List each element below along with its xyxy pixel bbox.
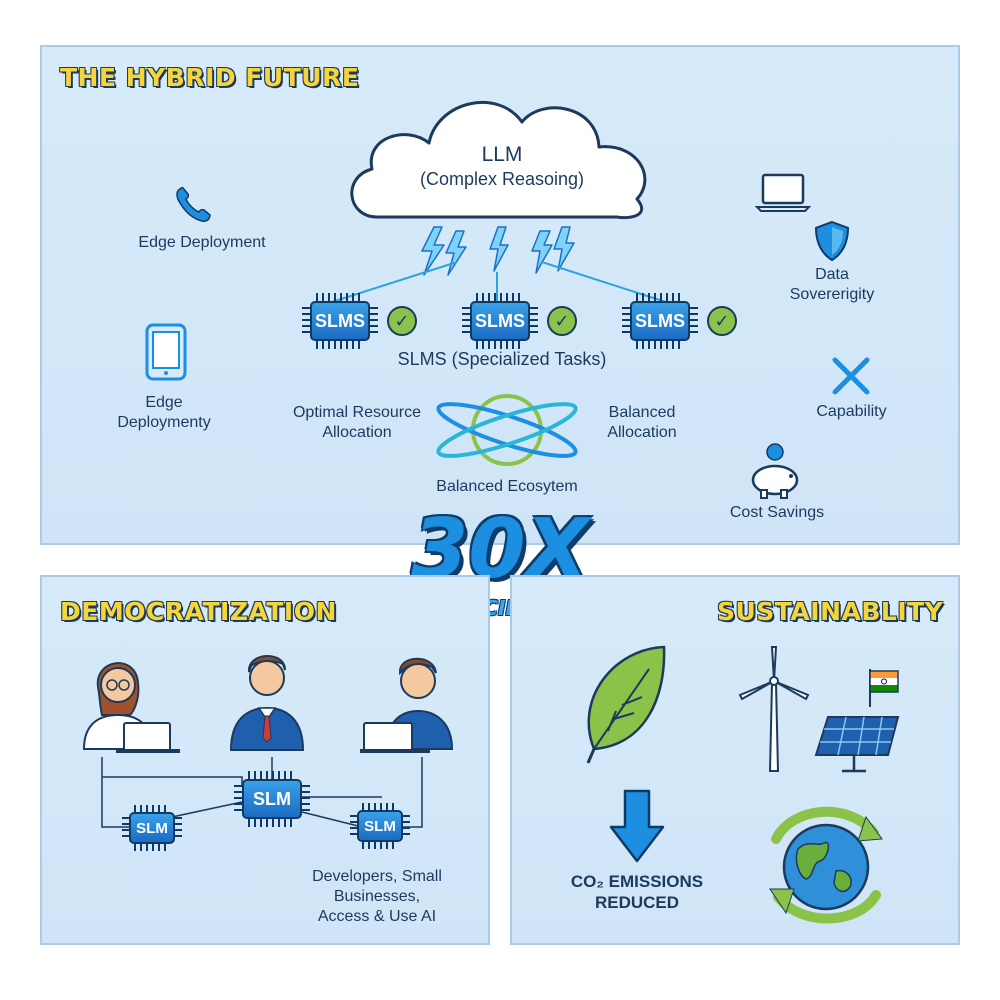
slm-right-chip: SLM <box>350 803 410 849</box>
democratization-panel: DEMOCRATIZATION <box>40 575 490 945</box>
cost-savings-label: Cost Savings <box>729 504 825 521</box>
co2-emissions-label: CO₂ EMISSIONS REDUCED <box>570 872 704 912</box>
cloud-icon <box>350 100 647 220</box>
balanced-allocation-label: Balanced Allocation <box>607 404 677 441</box>
developer-woman-icon <box>82 662 180 753</box>
leaf-icon <box>586 645 666 764</box>
slm-center-chip: SLM <box>234 771 310 827</box>
slm-chip-2: SLMS <box>462 293 538 349</box>
capability-label: Capability <box>816 403 887 420</box>
sustainability-panel: SUSTAINABLITY CO₂ EMISSIONS REDUCED <box>510 575 960 945</box>
llm-label: LLM <box>481 143 523 166</box>
slms-caption: SLMS (Specialized Tasks) <box>397 349 607 369</box>
slm-center-chip-label: SLM <box>242 779 302 819</box>
recycling-globe-icon <box>769 806 883 924</box>
slm-chip-1-label: SLMS <box>310 301 370 341</box>
solar-panel-icon <box>814 669 900 773</box>
developer-man-icon <box>360 657 454 753</box>
data-sovereignty-label: Data Sovererigity <box>789 266 875 303</box>
check-icon: ✓ <box>387 306 417 336</box>
edge-deployment-label-2: Edge Deploymenty <box>117 394 211 431</box>
laptop-icon <box>755 173 811 212</box>
sustainability-title: SUSTAINABLITY <box>717 597 944 626</box>
small-business-man-icon <box>229 655 305 751</box>
llm-subtitle: (Complex Reasoing) <box>419 169 585 189</box>
slm-left-chip: SLM <box>122 805 182 851</box>
democratization-caption: Developers, Small Businesses, Access & U… <box>312 868 442 925</box>
slm-right-chip-label: SLM <box>357 810 403 842</box>
edge-deployment-label-1: Edge Deployment <box>138 234 266 251</box>
x-icon <box>832 357 870 395</box>
slm-left-chip-label: SLM <box>129 812 175 844</box>
check-icon: ✓ <box>707 306 737 336</box>
piggy-bank-icon <box>751 443 799 499</box>
optimal-resource-label: Optimal Resource Allocation <box>292 404 422 441</box>
slm-chip-1: SLMS <box>302 293 378 349</box>
wind-turbine-icon <box>738 646 810 772</box>
phone-icon <box>176 186 211 222</box>
slm-chip-3-label: SLMS <box>630 301 690 341</box>
slm-chip-3: SLMS <box>622 293 698 349</box>
slm-chip-2-label: SLMS <box>470 301 530 341</box>
democratization-title: DEMOCRATIZATION <box>60 597 337 626</box>
balanced-ecosystem-icon <box>436 394 578 466</box>
down-arrow-icon <box>609 789 665 863</box>
check-icon: ✓ <box>547 306 577 336</box>
hybrid-future-panel: THE HYBRID FUTURE LLM (Complex Reasoing)… <box>40 45 960 545</box>
hybrid-future-title: THE HYBRID FUTURE <box>60 63 360 92</box>
tablet-icon <box>145 323 187 381</box>
balanced-ecosystem-label: Balanced Ecosytem <box>436 478 578 495</box>
shield-icon <box>814 220 850 262</box>
